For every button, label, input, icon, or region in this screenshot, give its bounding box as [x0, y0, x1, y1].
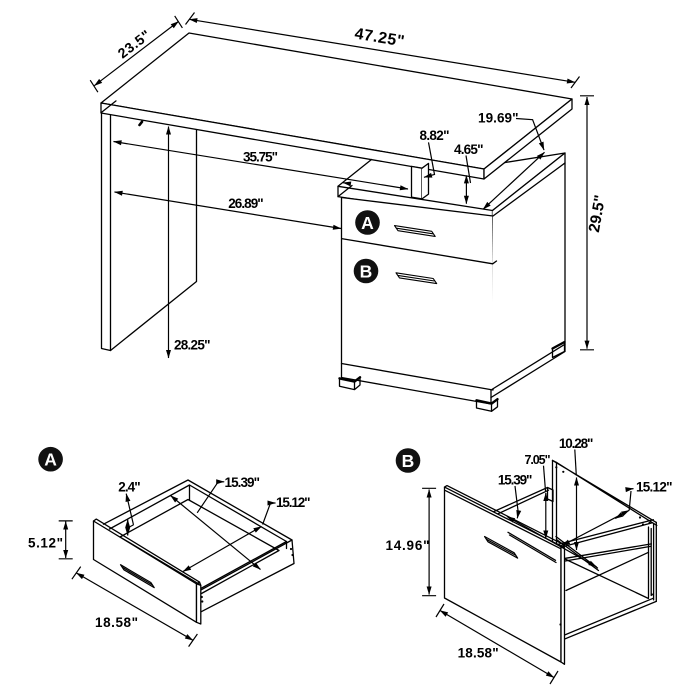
svg-text:28.25": 28.25"	[174, 338, 211, 353]
svg-text:A: A	[44, 450, 57, 470]
svg-text:18.58": 18.58"	[95, 615, 138, 630]
svg-text:19.69": 19.69"	[478, 111, 519, 126]
svg-text:18.58": 18.58"	[458, 646, 499, 661]
svg-text:B: B	[360, 262, 373, 282]
svg-text:14.96": 14.96"	[386, 538, 430, 553]
svg-text:7.05": 7.05"	[525, 453, 551, 467]
svg-text:5.12": 5.12"	[28, 536, 63, 551]
svg-text:15.39": 15.39"	[225, 475, 261, 490]
svg-text:8.82": 8.82"	[420, 128, 450, 143]
svg-text:15.39": 15.39"	[498, 472, 533, 487]
svg-text:35.75": 35.75"	[243, 149, 278, 164]
svg-text:26.89": 26.89"	[228, 196, 264, 211]
svg-text:2.4": 2.4"	[118, 479, 141, 494]
svg-text:15.12": 15.12"	[636, 480, 673, 495]
svg-text:29.5": 29.5"	[586, 194, 609, 234]
svg-text:15.12": 15.12"	[276, 495, 311, 510]
svg-text:A: A	[361, 213, 374, 233]
svg-text:10.28": 10.28"	[559, 436, 594, 451]
svg-text:B: B	[402, 451, 415, 471]
svg-text:4.65": 4.65"	[454, 142, 484, 157]
